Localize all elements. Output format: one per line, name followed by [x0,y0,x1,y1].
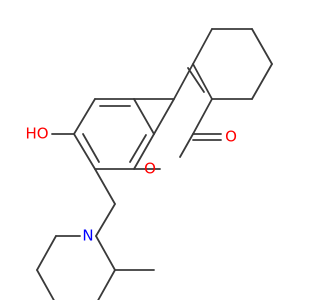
bond [133,133,155,170]
molecule-diagram: HO O O N [25,28,273,300]
bond [133,98,155,135]
ring-oxygen-label: O [144,160,156,178]
nitrogen-label: N [82,227,93,245]
bond [179,133,194,158]
piperidine-ring [36,235,155,300]
bond-double-inner [187,67,205,93]
structure-canvas: HO O O N [25,28,273,300]
pyranone-ring [133,63,222,170]
bond [192,63,213,100]
bond [73,98,96,135]
carbonyl-oxygen-label: O [225,128,237,146]
bond [36,269,55,300]
bond [95,235,116,271]
bond [153,98,175,135]
bond [94,168,116,205]
bond [192,98,213,135]
bond [36,235,57,271]
bond-double-inner [129,134,147,163]
benzene-ring [51,98,175,170]
bond [192,28,213,65]
hydroxyl-label: HO [25,125,48,143]
bond [251,28,273,65]
cyclohexene-ring [187,28,273,100]
bond [73,133,96,170]
bond [173,63,194,100]
bond-double-inner [82,133,100,163]
bond [251,63,273,100]
bond [95,203,116,237]
methylene-linker [94,168,116,237]
bond [97,269,116,300]
